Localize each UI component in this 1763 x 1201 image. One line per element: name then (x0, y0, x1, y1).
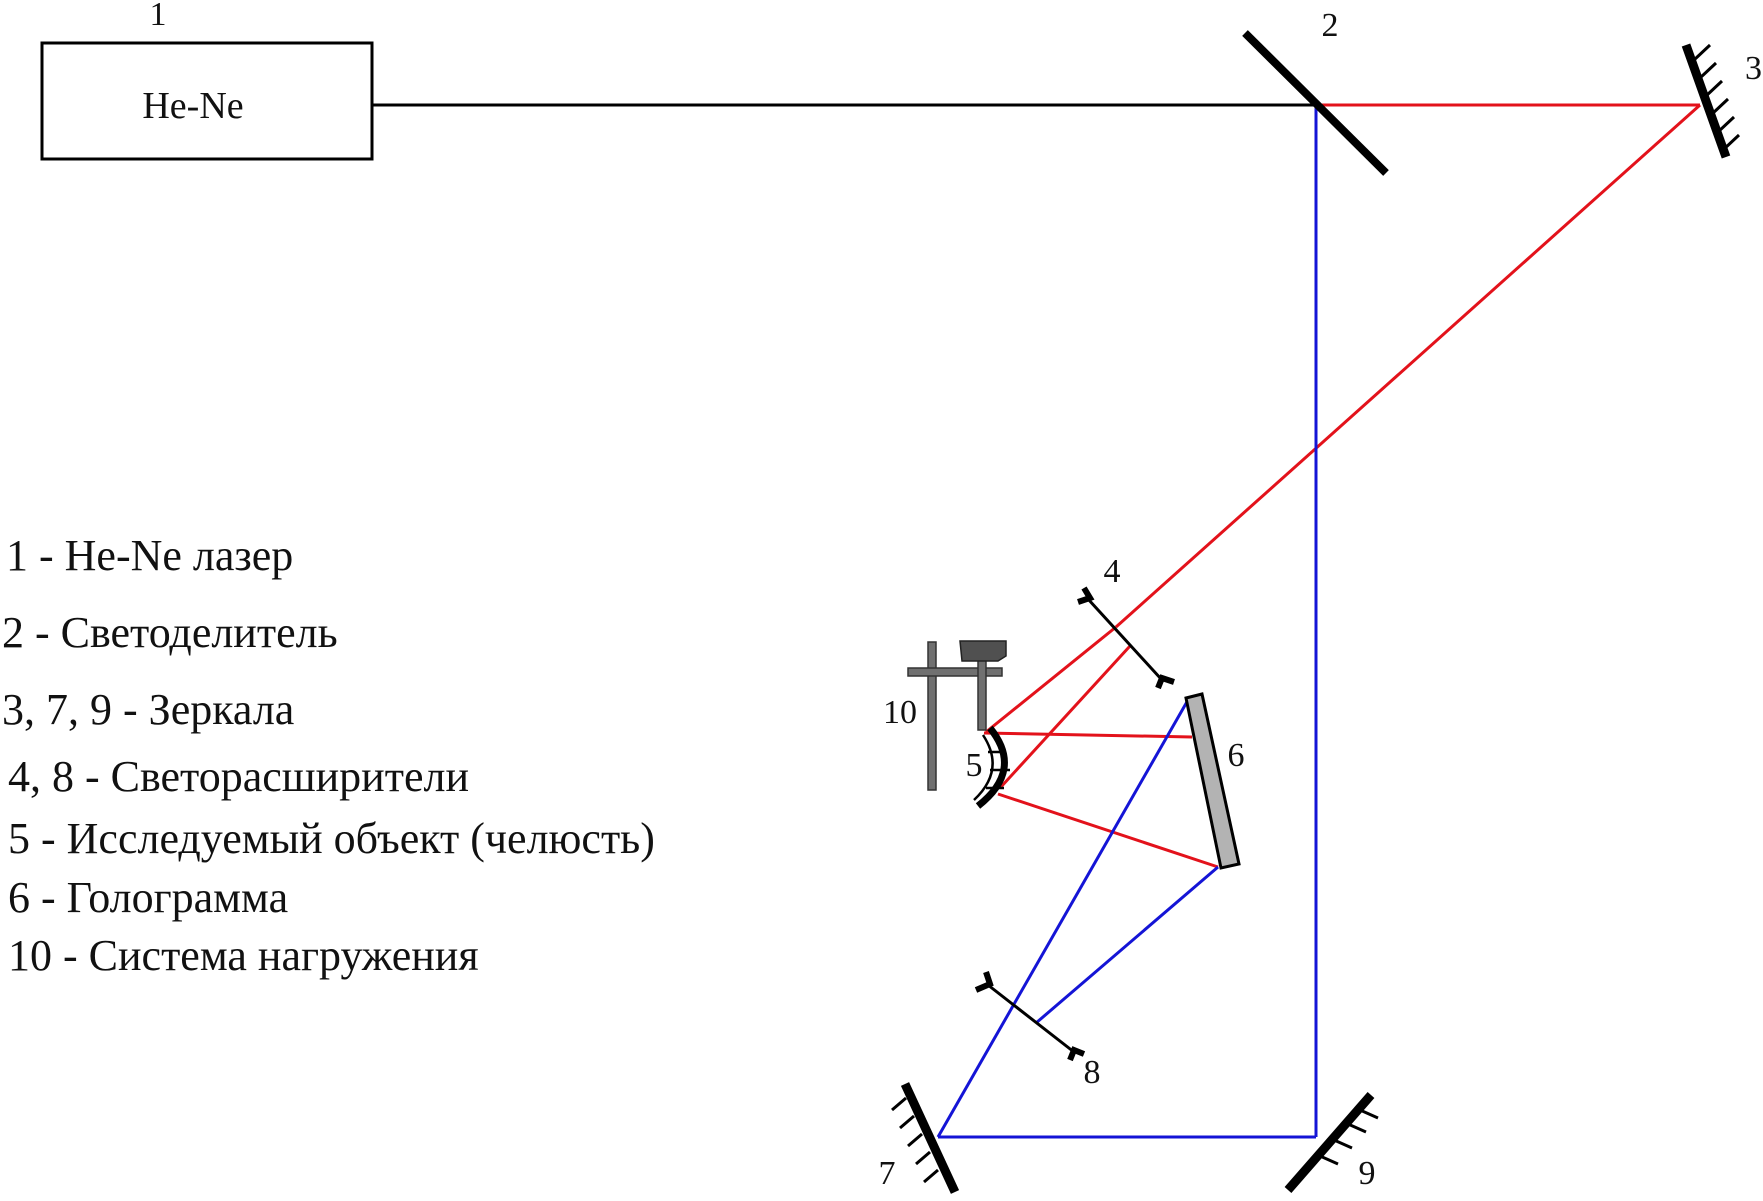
test-object-number: 5 (966, 747, 983, 784)
object-beam-fan-lower (998, 644, 1132, 790)
legend: 1 - He-Ne лазер 2 - Светоделитель 3, 7, … (2, 531, 655, 980)
laser-box (40, 41, 374, 161)
legend-item: 3, 7, 9 - Зеркала (2, 685, 294, 734)
mirror-3-surface (1681, 43, 1731, 159)
beamsplitter: 2 (1242, 7, 1389, 176)
expander-4-end-bottom (1155, 674, 1175, 690)
loading-system-number: 10 (883, 694, 917, 731)
hologram-number: 6 (1228, 737, 1245, 774)
expander-4-number: 4 (1104, 553, 1121, 590)
jaw-inner-contour (973, 734, 994, 801)
loading-weight (959, 640, 1007, 662)
beam-paths (372, 103, 1701, 1139)
beam-expander-4: 4 (1077, 553, 1175, 690)
beam-expander-8: 8 (974, 971, 1101, 1091)
mirror-9-surface (1284, 1092, 1375, 1193)
mirror-9: 9 (1284, 1092, 1379, 1193)
jaw-teeth (986, 750, 1010, 790)
loading-stand-crossbar (907, 667, 1003, 677)
mirror-3-number: 3 (1745, 50, 1762, 87)
jaw-outer-contour (975, 725, 1008, 809)
expander-8-body (987, 983, 1075, 1054)
mirror-9-number: 9 (1359, 1155, 1376, 1192)
reference-beam-expander-8-to-hologram-bottom (1035, 865, 1219, 1025)
hologram-plate: 6 (1184, 692, 1245, 870)
legend-item: 6 - Голограмма (8, 873, 288, 922)
laser-number: 1 (150, 0, 167, 33)
expander-4-end-top (1077, 586, 1095, 605)
object-beam-mirror-3-to-expander-4 (1115, 103, 1701, 629)
hologram-plate-body (1184, 692, 1241, 870)
legend-item: 10 - Система нагружения (8, 931, 479, 980)
expander-8-number: 8 (1084, 1054, 1101, 1091)
mirror-9-hatching (1319, 1108, 1379, 1166)
beamsplitter-number: 2 (1322, 7, 1339, 44)
legend-item: 5 - Исследуемый объект (челюсть) (8, 814, 655, 863)
legend-item: 4, 8 - Светорасширители (8, 752, 469, 801)
mirror-7-surface (900, 1082, 960, 1194)
loading-system: 10 (883, 640, 1007, 791)
legend-item: 1 - He-Ne лазер (6, 531, 293, 580)
mirror-3: 3 (1681, 43, 1762, 159)
laser-unit: He-Ne 1 (40, 0, 374, 161)
beamsplitter-plate (1242, 30, 1389, 176)
mirror-3-hatching (1692, 43, 1741, 152)
object-light-to-hologram-bottom (997, 792, 1219, 869)
expander-8-end-bottom (1067, 1046, 1086, 1062)
test-object-jaw: 5 (966, 725, 1010, 809)
expander-8-end-top (974, 971, 994, 993)
mirror-7-hatching (891, 1096, 939, 1184)
reference-beam-7-to-hologram-top (936, 699, 1190, 1138)
laser-label: He-Ne (142, 85, 243, 127)
expander-4-body (1086, 597, 1164, 682)
loading-stand-vertical (927, 641, 937, 791)
mirror-7: 7 (879, 1082, 960, 1194)
object-light-to-hologram-top (983, 731, 1193, 739)
loading-rod (977, 659, 987, 731)
object-beam-fan-upper (985, 625, 1117, 734)
mirror-7-number: 7 (879, 1155, 896, 1192)
legend-item: 2 - Светоделитель (2, 608, 338, 657)
